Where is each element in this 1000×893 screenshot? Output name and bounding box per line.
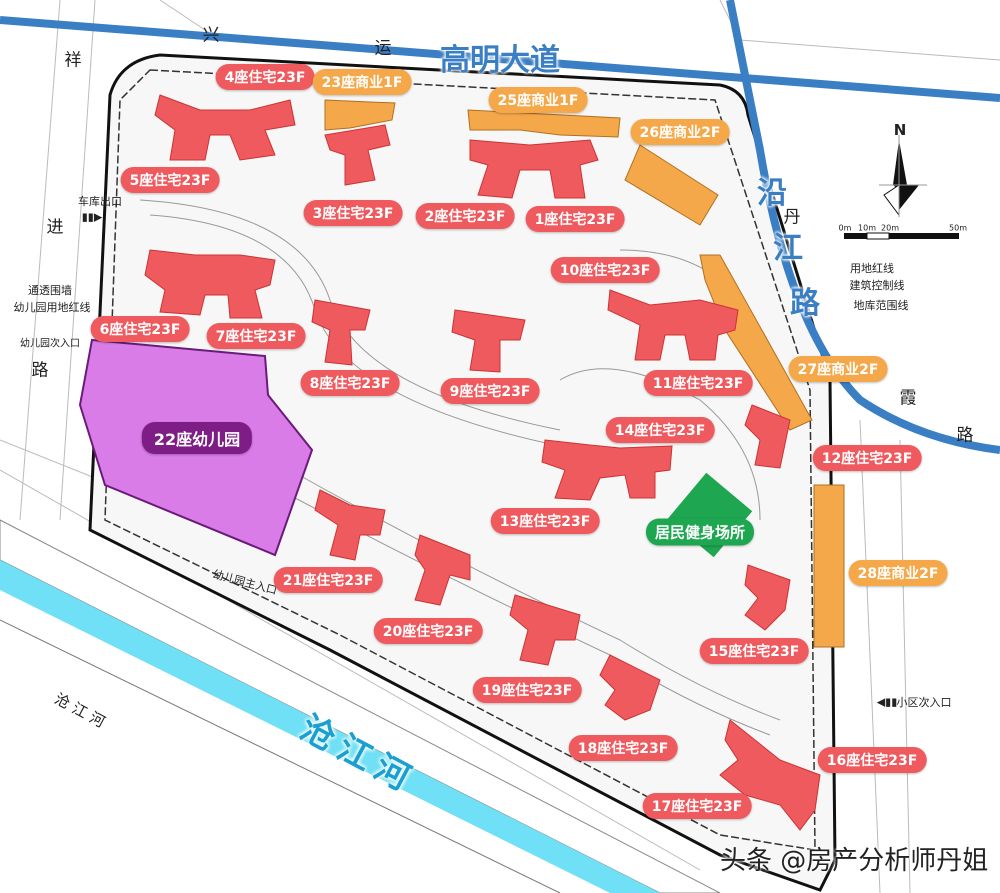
scale-0: 0m bbox=[838, 223, 852, 233]
building-5-label: 5座住宅23F bbox=[120, 167, 220, 193]
kg-side-entry-label: 幼儿园次入口 bbox=[20, 338, 80, 350]
building-18-label: 18座住宅23F bbox=[568, 735, 678, 761]
street-char: 霞 bbox=[899, 388, 917, 409]
building-16-label: 16座住宅23F bbox=[817, 747, 927, 773]
building-26-label: 26座商业2F bbox=[630, 119, 730, 145]
building-9-label: 9座住宅23F bbox=[440, 378, 540, 404]
street-char: 丹 bbox=[783, 207, 801, 228]
building-19-label: 19座住宅23F bbox=[472, 677, 582, 703]
building-22-kindergarten-label: 22座幼儿园 bbox=[141, 422, 253, 454]
scale-50: 50m bbox=[949, 223, 967, 233]
residential-buildings bbox=[144, 94, 821, 831]
street-char: 路 bbox=[31, 360, 49, 381]
gaoming-avenue-label: 高明大道 bbox=[440, 43, 560, 78]
yanjiang-road-char-2: 江 bbox=[773, 231, 803, 266]
yanjiang-road-char-3: 路 bbox=[790, 286, 820, 321]
street-char: 运 bbox=[374, 38, 392, 59]
street-char: 路 bbox=[956, 425, 974, 446]
north-arrow-icon bbox=[879, 135, 927, 217]
river-water bbox=[0, 560, 660, 893]
legend-item: 地库范围线 bbox=[853, 299, 909, 312]
side-entry-arrow-icon: ◀▮▮ bbox=[876, 695, 898, 709]
street-char: 祥 bbox=[64, 50, 82, 71]
fence-label: 通透围墙 bbox=[28, 284, 72, 297]
garage-exit-arrow-icon: ▮▮▶ bbox=[81, 210, 103, 224]
kg-redline-label: 幼儿园用地红线 bbox=[13, 301, 91, 314]
building-13-label: 13座住宅23F bbox=[490, 508, 600, 534]
building-15-label: 15座住宅23F bbox=[699, 638, 809, 664]
legend-item: 建筑控制线 bbox=[849, 279, 905, 292]
building-10-label: 10座住宅23F bbox=[550, 257, 660, 283]
building-3-label: 3座住宅23F bbox=[303, 200, 403, 226]
building-12-label: 12座住宅23F bbox=[812, 445, 922, 471]
building-27-label: 27座商业2F bbox=[788, 356, 888, 382]
building-1-label: 1座住宅23F bbox=[525, 206, 625, 232]
watermark: 头条 @房产分析师丹姐 bbox=[720, 846, 989, 876]
building-28-label: 28座商业2F bbox=[848, 560, 948, 586]
building-6-label: 6座住宅23F bbox=[90, 316, 190, 342]
garage-exit-label: 车库出口 bbox=[78, 195, 122, 208]
building-4-label: 4座住宅23F bbox=[215, 64, 315, 90]
building-25-label: 25座商业1F bbox=[488, 87, 588, 113]
street-char: 进 bbox=[46, 217, 64, 238]
street-char: 兴 bbox=[202, 25, 220, 46]
building-17-label: 17座住宅23F bbox=[642, 793, 752, 819]
yanjiang-road-char-1: 沿 bbox=[757, 176, 787, 211]
scale-bar bbox=[844, 232, 959, 240]
building-14-label: 14座住宅23F bbox=[605, 417, 715, 443]
building-2-label: 2座住宅23F bbox=[415, 203, 515, 229]
gaoming-avenue-line bbox=[0, 16, 1000, 102]
building-11-label: 11座住宅23F bbox=[643, 370, 753, 396]
building-23-label: 23座商业1F bbox=[312, 69, 412, 95]
control-line bbox=[104, 69, 816, 851]
north-label: N bbox=[893, 121, 907, 139]
building-20-label: 20座住宅23F bbox=[373, 618, 483, 644]
gym-label: 居民健身场所 bbox=[645, 518, 755, 546]
commercial-buildings bbox=[324, 99, 845, 648]
building-8-label: 8座住宅23F bbox=[300, 370, 400, 396]
legend-item: 用地红线 bbox=[850, 262, 894, 275]
scale-20: 20m bbox=[881, 223, 899, 233]
building-21-label: 21座住宅23F bbox=[273, 567, 383, 593]
yanjiang-road-line bbox=[726, 0, 1000, 454]
building-7-label: 7座住宅23F bbox=[206, 323, 306, 349]
river-bank bbox=[0, 619, 561, 893]
scale-10: 10m bbox=[858, 223, 876, 233]
side-entry-label: 小区次入口 bbox=[896, 696, 952, 709]
